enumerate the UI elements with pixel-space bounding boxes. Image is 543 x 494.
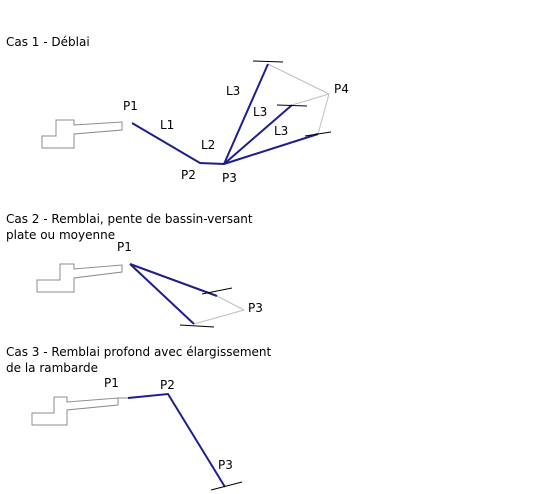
case3-group: Cas 3 - Remblai profond avec élargisseme… [6,345,272,491]
case3-road-outline [31,396,119,426]
case2-tick-lower [179,324,215,328]
case2-line-upper [129,263,218,297]
case2-end-ticks [179,287,233,328]
case1-group: Cas 1 - Déblai P1 L1 L2 P2 P3 L3 L3 L3 P… [6,35,349,185]
case1-label-l3-mid: L3 [253,105,267,119]
case3-label-p2: P2 [160,378,175,392]
case2-line-lower [129,263,195,325]
case3-title-line1: Cas 3 - Remblai profond avec élargisseme… [6,345,272,359]
case1-tick-low [304,131,332,137]
case2-label-p3: P3 [248,301,263,315]
case1-label-l1: L1 [160,118,174,132]
case1-label-l2: L2 [201,138,215,152]
case2-guide-lower [193,309,245,325]
case2-title-line1: Cas 2 - Remblai, pente de bassin-versant [6,212,253,226]
case3-line-main [127,392,226,488]
case2-guide-upper [216,295,245,311]
case1-label-l3-top: L3 [226,84,240,98]
case1-road-outline [41,119,123,149]
case3-tick-end [210,481,243,491]
case1-title: Cas 1 - Déblai [6,35,90,49]
case1-end-ticks [252,60,332,137]
case2-guide-lines [193,295,245,325]
case1-guide-lines [267,63,330,135]
case1-label-l3-low: L3 [274,124,288,138]
case2-label-p1: P1 [117,240,132,254]
case1-line-l3-top [223,63,269,165]
case2-tick-upper [201,287,233,295]
case3-title-line2: de la rambarde [6,361,98,375]
case1-guide-p4-top [267,63,330,95]
case1-guide-p4-mid [291,93,330,106]
case2-alignment [129,263,218,325]
case3-label-p1: P1 [104,376,119,390]
case1-label-p2: P2 [181,168,196,182]
case1-label-p1: P1 [123,99,138,113]
case2-title-line2: plate ou moyenne [6,228,115,242]
case1-tick-mid [276,104,308,107]
case1-line-l3-mid [223,104,293,165]
case3-alignment [118,392,226,488]
case1-label-p3: P3 [222,171,237,185]
case1-alignment [131,63,319,165]
case1-line-l3-low [223,133,319,165]
case2-group: Cas 2 - Remblai, pente de bassin-versant… [6,212,263,328]
case3-label-p3: P3 [218,458,233,472]
case1-tick-top [252,60,284,63]
case1-label-p4: P4 [334,82,349,96]
case1-guide-p4-low [317,93,330,135]
case1-line-l1-l2 [131,122,225,165]
case2-road-outline [36,263,123,293]
